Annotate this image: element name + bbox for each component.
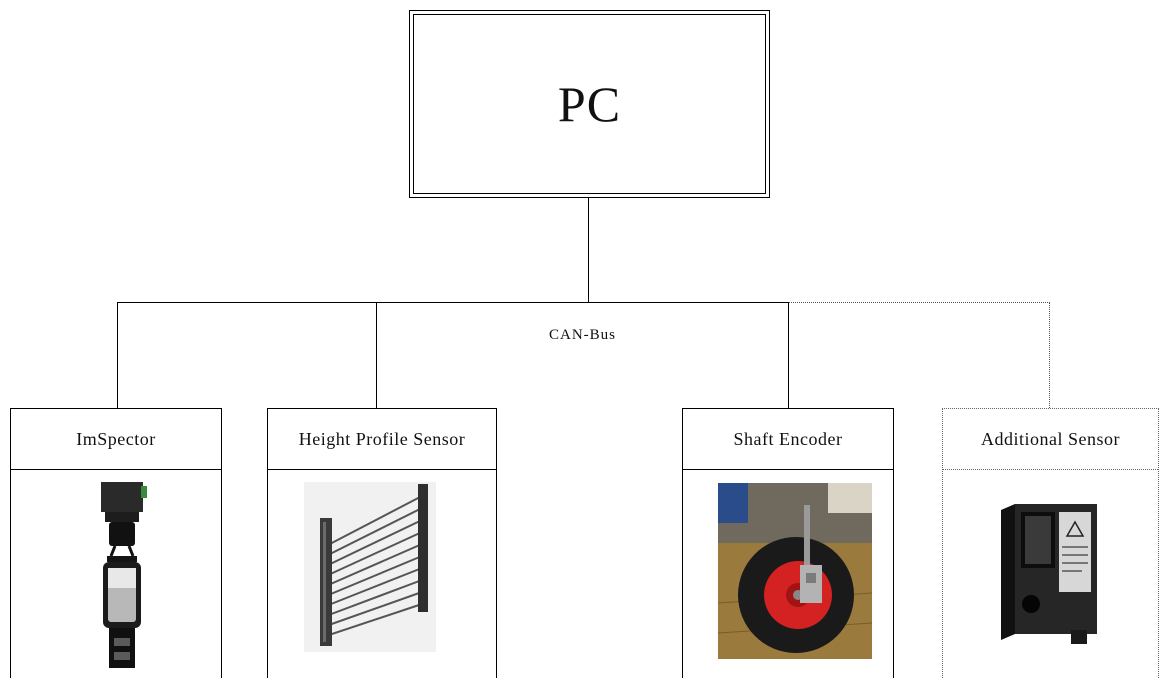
node-image-area (268, 470, 496, 680)
light-curtain-image (304, 482, 436, 652)
pc-to-bus-line (588, 198, 589, 302)
pc-label: PC (557, 76, 622, 132)
drop-line-height-profile (376, 302, 377, 408)
node-image-area (683, 470, 893, 680)
bus-line (117, 302, 789, 303)
node-image-area (943, 470, 1158, 680)
imspector-camera-image (101, 482, 147, 668)
node-imspector: ImSpector (10, 408, 222, 678)
drop-line-shaft-encoder (788, 302, 789, 408)
node-image-area (11, 470, 221, 680)
bus-line-extension (789, 302, 1050, 303)
node-shaft-encoder: Shaft Encoder (682, 408, 894, 678)
wheel-encoder-image (718, 483, 872, 659)
node-height-profile-sensor: Height Profile Sensor (267, 408, 497, 678)
node-additional-sensor: Additional Sensor (942, 408, 1159, 678)
drop-line-imspector (117, 302, 118, 408)
drop-line-additional-sensor (1049, 302, 1050, 408)
node-title: Shaft Encoder (683, 409, 893, 470)
optical-sensor-image (1001, 504, 1097, 644)
pc-inner-frame: PC (413, 14, 766, 194)
pc-node: PC (409, 10, 770, 198)
node-title: Additional Sensor (943, 409, 1158, 470)
node-title: ImSpector (11, 409, 221, 470)
node-title: Height Profile Sensor (268, 409, 496, 470)
bus-label: CAN-Bus (549, 327, 617, 343)
